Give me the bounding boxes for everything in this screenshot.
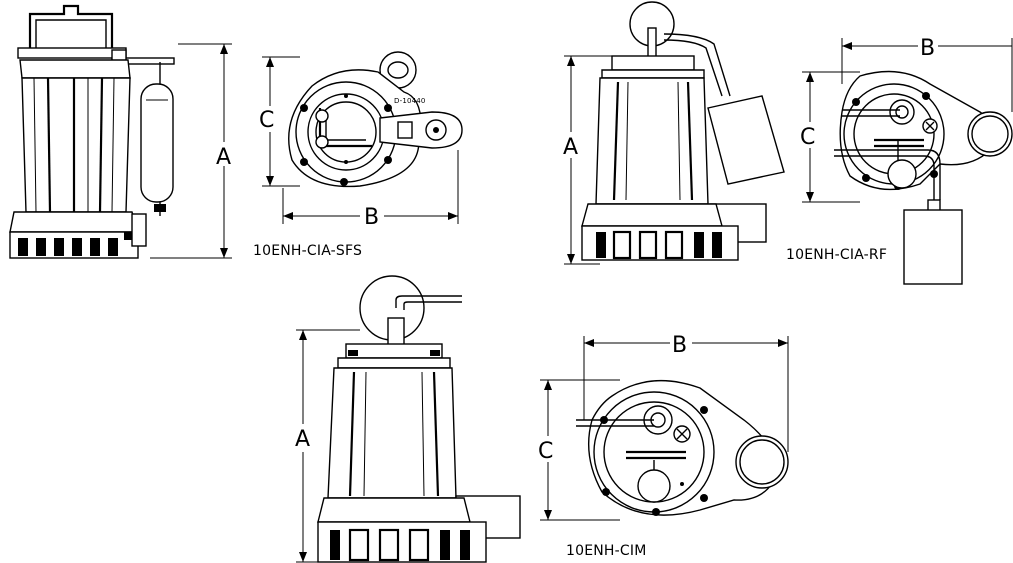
rf-dim-c-label: C xyxy=(800,125,815,150)
cim-side-view: A xyxy=(295,275,521,563)
rf-dim-b-label: B xyxy=(920,36,935,61)
rf-side-view: A xyxy=(563,1,785,265)
sfs-dim-a-label: A xyxy=(216,145,231,170)
sfs-top-view: D-10440 C B xyxy=(259,51,463,230)
cim-dim-b-label: B xyxy=(672,333,687,358)
part-marking: D-10440 xyxy=(394,97,426,105)
sfs-model-label: 10ENH-CIA-SFS xyxy=(253,243,362,259)
sfs-dim-c-label: C xyxy=(259,108,274,133)
rf-model-label: 10ENH-CIA-RF xyxy=(786,247,887,263)
cim-model-label: 10ENH-CIM xyxy=(566,543,647,559)
cim-dim-a-label: A xyxy=(295,427,310,452)
rf-dim-a-label: A xyxy=(563,135,578,160)
sfs-side-view: A xyxy=(9,4,232,259)
sfs-dim-b-label: B xyxy=(364,205,379,230)
rf-top-view: B C xyxy=(800,36,1013,285)
cim-top-view: B C xyxy=(538,333,789,521)
cim-dim-c-label: C xyxy=(538,439,553,464)
